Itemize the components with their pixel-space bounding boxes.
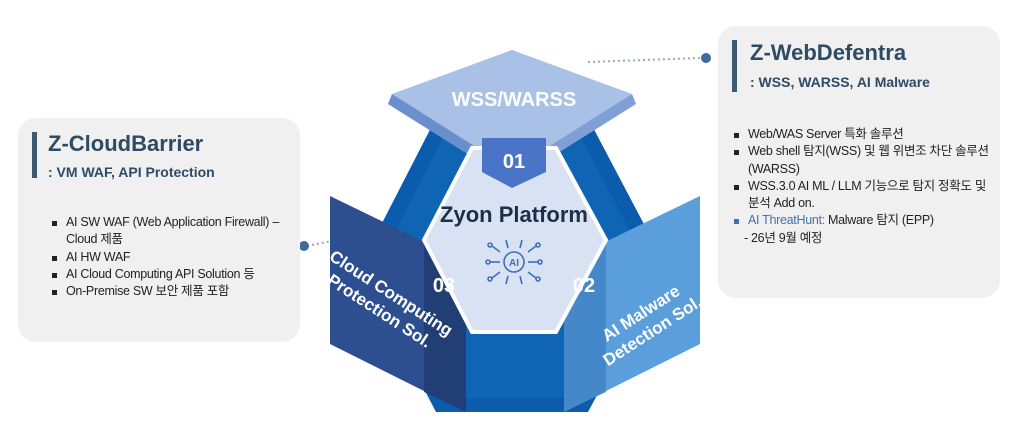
webdefentra-title: Z-WebDefentra bbox=[750, 40, 907, 65]
list-item: Web shell 탐지(WSS) 및 웹 위변조 차단 솔루션(WARSS) bbox=[734, 143, 996, 178]
badge-03-number: 03 bbox=[433, 275, 455, 297]
list-item-highlight: AI ThreatHunt: Malware 탐지 (EPP)- 26년 9월 … bbox=[734, 212, 996, 247]
ai-brain-icon bbox=[485, 239, 543, 285]
list-item: WSS.3.0 AI ML / LLM 기능으로 탐지 정확도 및 분석 Add… bbox=[734, 178, 996, 213]
center-title: Zyon Platform bbox=[440, 202, 588, 227]
cloudbarrier-feature-list: AI SW WAF (Web Application Firewall) – C… bbox=[52, 214, 292, 300]
list-item: On-Premise SW 보안 제품 포함 bbox=[52, 283, 292, 300]
threathunt-text: Malware 탐지 (EPP) bbox=[824, 213, 934, 228]
list-item: AI HW WAF bbox=[52, 249, 292, 266]
list-item: Web/WAS Server 특화 솔루션 bbox=[734, 126, 996, 143]
list-item: AI SW WAF (Web Application Firewall) – C… bbox=[52, 214, 292, 249]
cloudbarrier-title: Z-CloudBarrier bbox=[48, 131, 204, 156]
webdefentra-panel: Z-WebDefentra : WSS, WARSS, AI Malware W… bbox=[718, 26, 1000, 298]
ai-icon-label: AI bbox=[509, 258, 519, 269]
panel-accent-bar bbox=[732, 40, 737, 92]
threathunt-note: - 26년 9월 예정 bbox=[744, 230, 823, 245]
left-connector-dot bbox=[299, 241, 309, 251]
badge-01-bg bbox=[482, 138, 546, 188]
cloudbarrier-panel: Z-CloudBarrier : VM WAF, API Protection … bbox=[18, 118, 300, 342]
center-hexagon bbox=[421, 146, 609, 334]
top-diamond bbox=[392, 50, 632, 170]
panel-accent-bar bbox=[32, 132, 37, 178]
list-item: AI Cloud Computing API Solution 등 bbox=[52, 266, 292, 283]
webdefentra-feature-list: Web/WAS Server 특화 솔루션 Web shell 탐지(WSS) … bbox=[734, 126, 996, 247]
cloudbarrier-subtitle: : VM WAF, API Protection bbox=[48, 164, 215, 180]
badge-02-number: 02 bbox=[573, 275, 595, 297]
top-diamond-label: WSS/WARSS bbox=[452, 89, 576, 111]
threathunt-label: AI ThreatHunt: bbox=[748, 213, 825, 228]
badge-01-number: 01 bbox=[503, 151, 525, 173]
webdefentra-subtitle: : WSS, WARSS, AI Malware bbox=[750, 74, 930, 90]
right-connector-dot bbox=[701, 53, 711, 63]
right-connector-line bbox=[587, 57, 701, 63]
